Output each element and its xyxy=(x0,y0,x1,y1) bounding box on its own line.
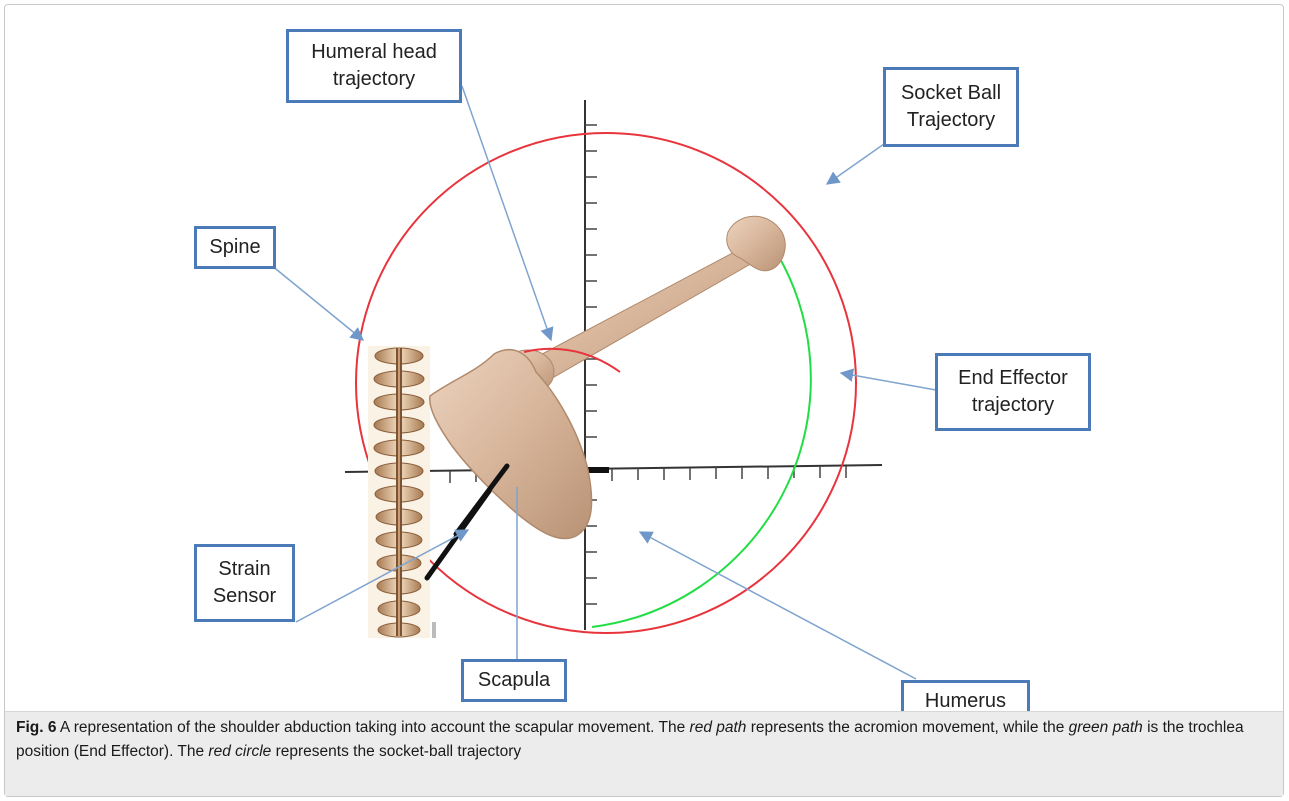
caption-text-1: A representation of the shoulder abducti… xyxy=(56,719,689,736)
spine-callout: Spine xyxy=(194,226,276,269)
humerus-leader xyxy=(640,532,916,679)
end-effector-trajectory-arc xyxy=(592,242,811,627)
caption-green-path: green path xyxy=(1069,719,1143,736)
socket-ball-trajectory-callout: Socket Ball Trajectory xyxy=(883,67,1019,147)
scapula-illustration xyxy=(430,350,592,539)
y-axis-ticks xyxy=(585,125,597,604)
caption-text-2: represents the acromion movement, while … xyxy=(746,719,1068,736)
end-effector-trajectory-callout: End Effector trajectory xyxy=(935,353,1091,431)
figure-caption: Fig. 6 A representation of the shoulder … xyxy=(16,716,1266,764)
spine-illustration xyxy=(368,346,436,638)
socket-ball-trajectory-circle xyxy=(356,133,856,633)
caption-text-4: represents the socket-ball trajectory xyxy=(271,743,521,760)
strain-sensor-callout: Strain Sensor xyxy=(194,544,295,622)
humeral-head-trajectory-callout: Humeral head trajectory xyxy=(286,29,462,103)
caption-figure-label: Fig. 6 xyxy=(16,719,56,736)
humerus-illustration xyxy=(502,216,785,394)
humeral-head-leader xyxy=(462,86,551,340)
socket-ball-leader xyxy=(827,144,884,184)
spine-leader xyxy=(271,265,363,340)
caption-red-path: red path xyxy=(690,719,747,736)
scapula-callout: Scapula xyxy=(461,659,567,702)
caption-red-circle: red circle xyxy=(208,743,271,760)
